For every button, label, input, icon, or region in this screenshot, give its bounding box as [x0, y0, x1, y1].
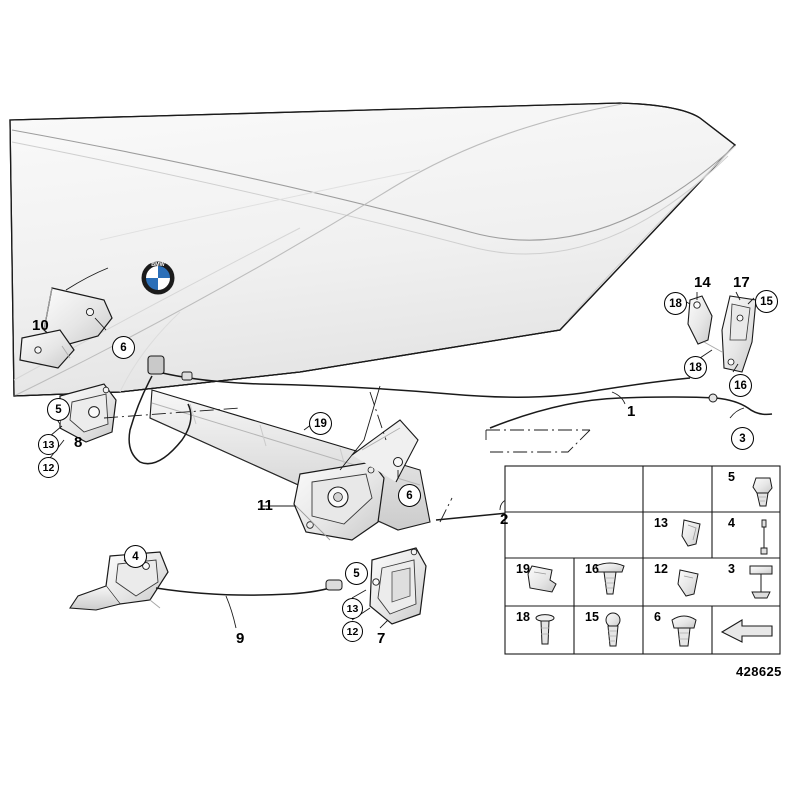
callout-11: 11	[257, 497, 273, 514]
callout-14: 14	[694, 274, 711, 291]
callout-7: 7	[377, 630, 386, 647]
legend-number-13: 13	[654, 516, 668, 530]
callout-16: 16	[729, 374, 752, 397]
legend-number-12: 12	[654, 562, 668, 576]
callout-9: 9	[236, 630, 245, 647]
callout-1: 1	[627, 403, 636, 420]
callout-10: 10	[32, 317, 49, 334]
callout-2: 2	[500, 511, 509, 528]
legend-number-18: 18	[516, 610, 530, 624]
legend-icon-arrow-direction-symbol	[720, 619, 773, 643]
legend-table	[504, 465, 781, 655]
part-11-hood-latch	[293, 419, 419, 541]
callout-3: 3	[731, 427, 754, 450]
bmw-roundel-logo: BMW	[141, 261, 175, 295]
callout-12a: 12	[38, 457, 59, 478]
part-7-right-hinge	[369, 547, 427, 625]
callout-8: 8	[74, 434, 83, 451]
callout-4: 4	[124, 545, 147, 568]
callout-18b: 18	[684, 356, 707, 379]
legend-number-6: 6	[654, 610, 661, 624]
legend-number-3: 3	[728, 562, 735, 576]
callout-12b: 12	[342, 621, 363, 642]
legend-icon-hex-flange-bolt	[752, 477, 773, 507]
callout-17: 17	[733, 274, 750, 291]
part-4-release-lever	[69, 551, 169, 611]
legend-icon-expanding-rivet	[535, 614, 555, 645]
legend-icon-self-tapping-screw	[605, 612, 621, 647]
svg-text:BMW: BMW	[151, 262, 165, 268]
legend-number-16: 16	[585, 562, 599, 576]
legend-icon-gas-strut-rod	[760, 519, 768, 555]
callout-19: 19	[309, 412, 332, 435]
hood-panel	[9, 102, 736, 397]
legend-icon-cable-end-fitting	[749, 565, 773, 599]
callout-6b: 6	[398, 484, 421, 507]
callout-5b: 5	[345, 562, 368, 585]
center-axis-lines	[103, 391, 591, 523]
callout-6a: 6	[112, 336, 135, 359]
callout-13a: 13	[38, 434, 59, 455]
callout-13b: 13	[342, 598, 363, 619]
drawing-part-number: 428625	[736, 664, 782, 679]
legend-icon-flange-head-bolt	[671, 615, 697, 647]
legend-icon-angled-clip	[677, 569, 699, 597]
callout-15: 15	[755, 290, 778, 313]
legend-number-19: 19	[516, 562, 530, 576]
part-10-left-bracket	[19, 287, 113, 369]
legend-number-15: 15	[585, 610, 599, 624]
callout-18a: 18	[664, 292, 687, 315]
legend-icon-large-head-screw	[595, 562, 625, 595]
legend-icon-cable-retaining-clip	[527, 565, 557, 593]
callout-5a: 5	[47, 398, 70, 421]
legend-number-5: 5	[728, 470, 735, 484]
legend-number-4: 4	[728, 516, 735, 530]
part-14-17-right-brackets	[687, 295, 757, 373]
legend-icon-bracket-clip	[681, 519, 701, 547]
